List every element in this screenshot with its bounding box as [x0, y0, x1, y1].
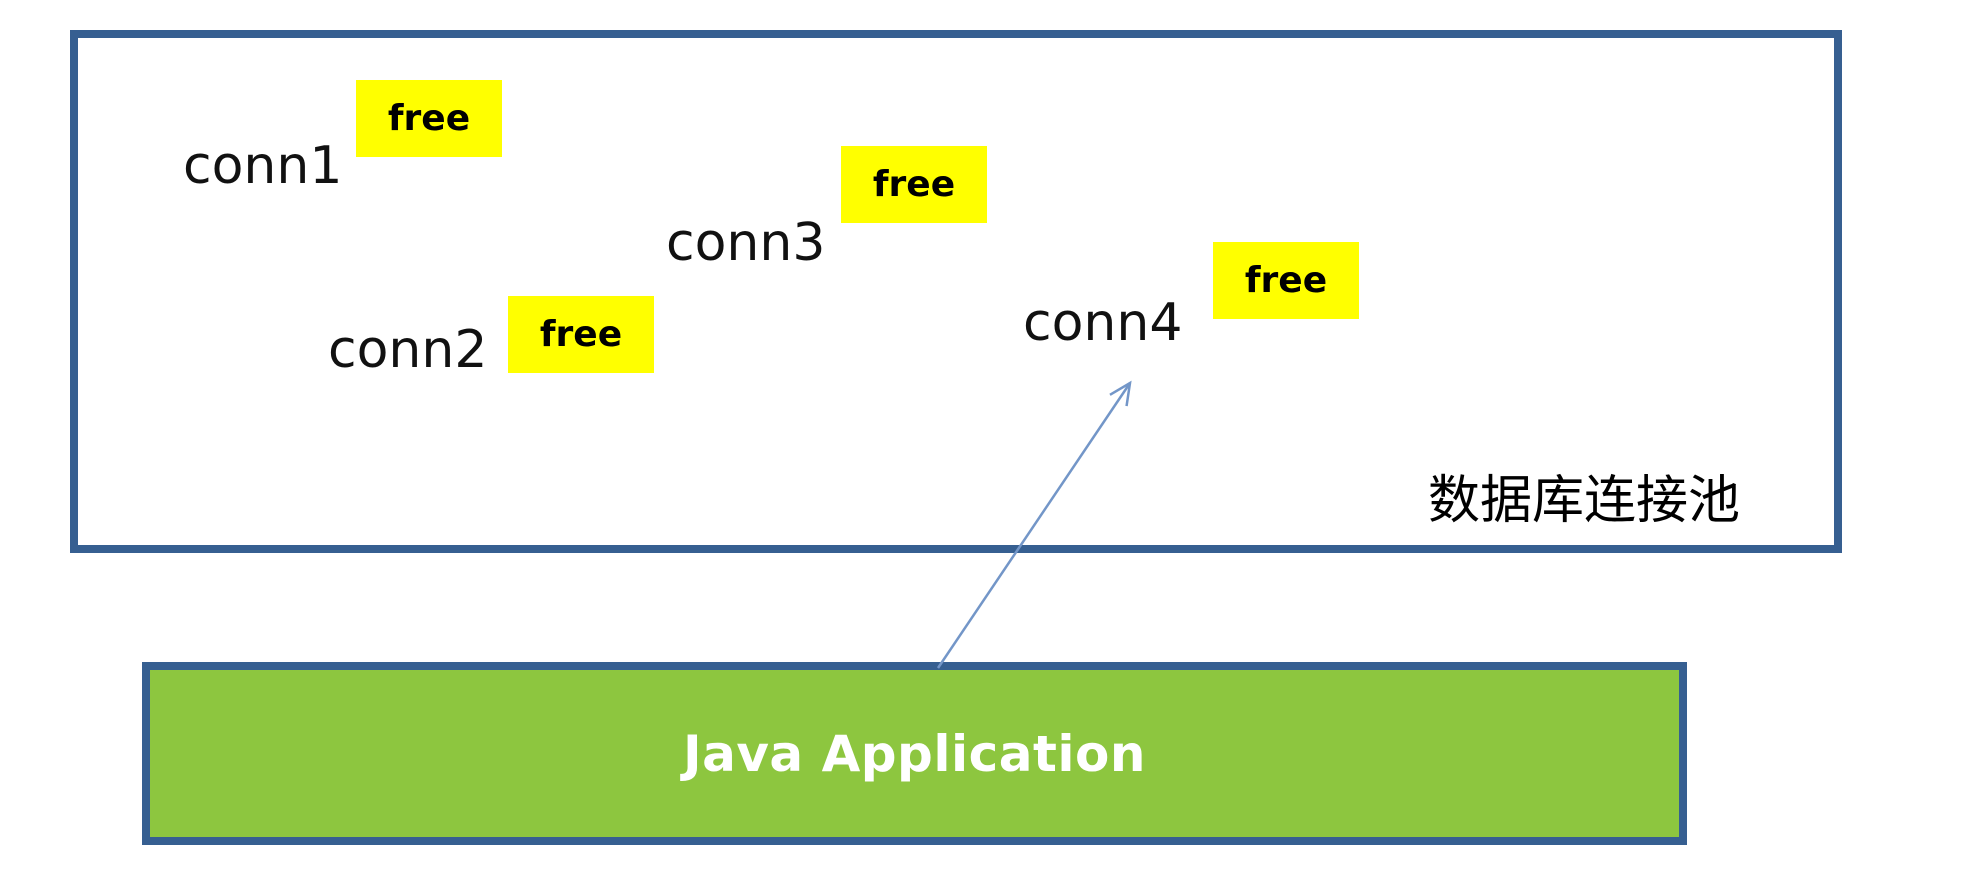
java-application-label: Java Application — [682, 724, 1146, 783]
conn3-free-badge: free — [841, 146, 987, 223]
conn4-free-badge: free — [1213, 242, 1359, 319]
java-application-box: Java Application — [142, 662, 1687, 845]
connection-pool-box: conn1 free conn2 free conn3 free conn4 f… — [70, 30, 1842, 553]
conn4-label: conn4 — [1023, 293, 1183, 353]
conn1-free-badge: free — [356, 80, 502, 157]
conn2-free-badge: free — [508, 296, 654, 373]
pool-title: 数据库连接池 — [1428, 473, 1741, 530]
conn1-label: conn1 — [183, 136, 343, 196]
conn2-label: conn2 — [328, 320, 488, 380]
conn3-label: conn3 — [666, 213, 826, 273]
